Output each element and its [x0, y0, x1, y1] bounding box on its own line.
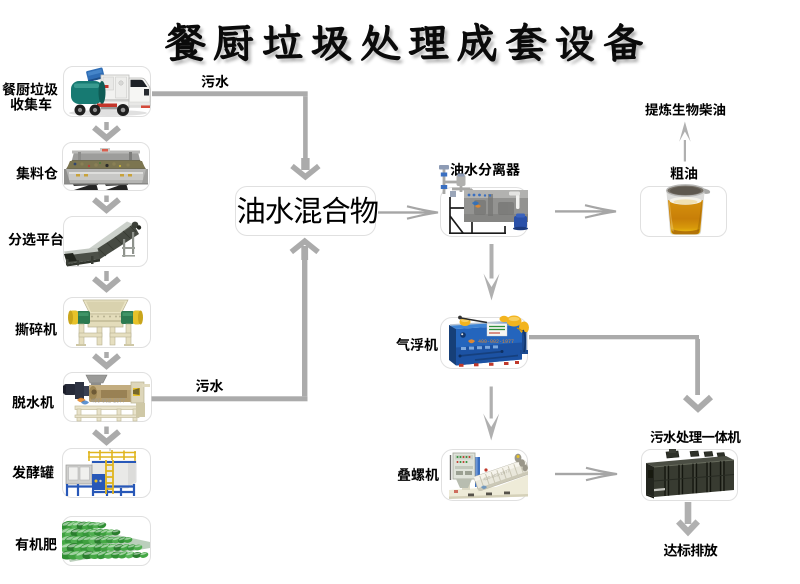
svg-text:400-002-1977: 400-002-1977	[478, 339, 514, 345]
svg-text:400-002-1977: 400-002-1977	[91, 399, 125, 405]
